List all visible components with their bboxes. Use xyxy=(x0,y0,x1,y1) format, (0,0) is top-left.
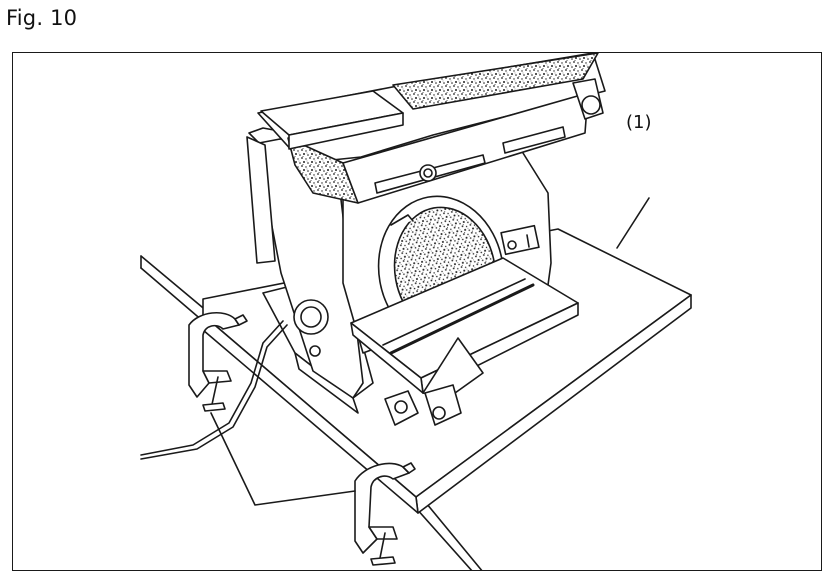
callout-leader-line xyxy=(616,197,650,249)
belt-platen xyxy=(260,90,404,150)
clamp-pointer-lines xyxy=(210,412,356,506)
c-clamp-left xyxy=(188,312,248,412)
sander-illustration xyxy=(140,53,692,570)
c-clamp-right xyxy=(354,462,416,566)
disc-work-table xyxy=(350,257,579,426)
figure-title: Fig. 10 xyxy=(6,6,78,30)
figure-frame xyxy=(12,52,822,571)
power-cord xyxy=(140,320,288,460)
sander-housing xyxy=(246,127,364,399)
callout-label: (1) xyxy=(626,112,652,133)
